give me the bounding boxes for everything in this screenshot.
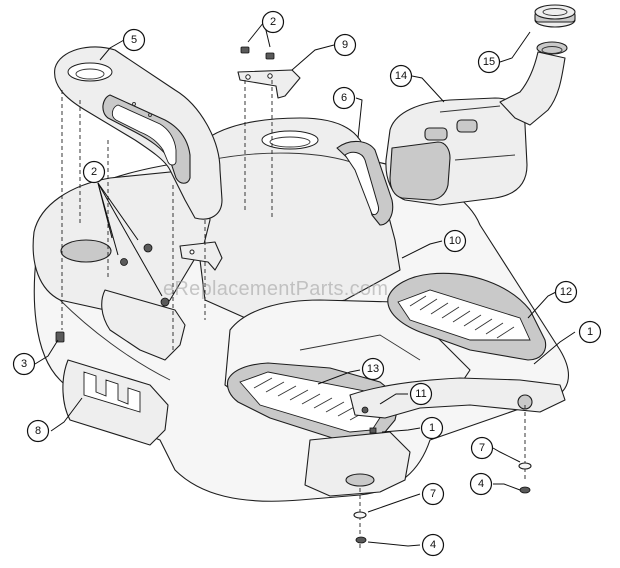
watermark: eReplacementParts.com (163, 278, 388, 300)
right-floor-mat (387, 272, 547, 361)
front-step (304, 431, 411, 497)
svg-text:14: 14 (395, 70, 407, 82)
callout-4-bottom: 4 (421, 533, 445, 557)
svg-text:3: 3 (21, 358, 27, 370)
svg-text:7: 7 (430, 488, 436, 500)
bracket-lower (179, 241, 223, 271)
hardware (55, 46, 532, 544)
callout-7-bottom: 7 (421, 482, 445, 506)
svg-text:4: 4 (430, 539, 436, 551)
callout-6: 6 (332, 86, 356, 110)
svg-text:11: 11 (415, 388, 426, 400)
svg-text:1: 1 (587, 326, 593, 338)
callout-11: 11 (409, 382, 433, 406)
dash-console (54, 46, 223, 220)
callout-1-bottom: 1 (420, 416, 444, 440)
svg-text:1: 1 (429, 422, 435, 434)
svg-text:4: 4 (478, 478, 484, 490)
hood-pan (199, 117, 401, 321)
svg-text:2: 2 (91, 166, 97, 178)
fuel-cap (534, 4, 576, 28)
svg-text:5: 5 (131, 34, 137, 46)
svg-text:2: 2 (270, 16, 276, 28)
side-trim (349, 377, 566, 419)
svg-text:13: 13 (367, 363, 379, 375)
callout-13: 13 (361, 357, 385, 381)
svg-text:15: 15 (483, 56, 495, 68)
callout-4-right: 4 (469, 472, 493, 496)
callout-5: 5 (122, 28, 146, 52)
fuel-tank (385, 97, 528, 206)
bracket-plate (237, 69, 301, 99)
callout-3: 3 (12, 352, 36, 376)
callout-9: 9 (333, 33, 357, 57)
hitch-plate (62, 359, 169, 446)
rear-fender-flap (101, 289, 186, 361)
svg-text:7: 7 (479, 442, 485, 454)
filler-neck (499, 41, 568, 126)
svg-text:6: 6 (341, 92, 347, 104)
callout-2-left: 2 (82, 160, 106, 184)
callout-8: 8 (26, 419, 50, 443)
callout-14: 14 (389, 64, 413, 88)
callout-7-right: 7 (470, 436, 494, 460)
callout-2-top: 2 (261, 10, 285, 34)
svg-text:10: 10 (449, 235, 461, 247)
callout-10: 10 (443, 229, 467, 253)
svg-text:12: 12 (560, 286, 572, 298)
svg-text:9: 9 (342, 39, 348, 51)
callout-12: 12 (554, 280, 578, 304)
callout-1-right: 1 (578, 320, 602, 344)
assembly-lines (61, 80, 526, 550)
callout-15: 15 (477, 50, 501, 74)
svg-text:8: 8 (35, 425, 41, 437)
